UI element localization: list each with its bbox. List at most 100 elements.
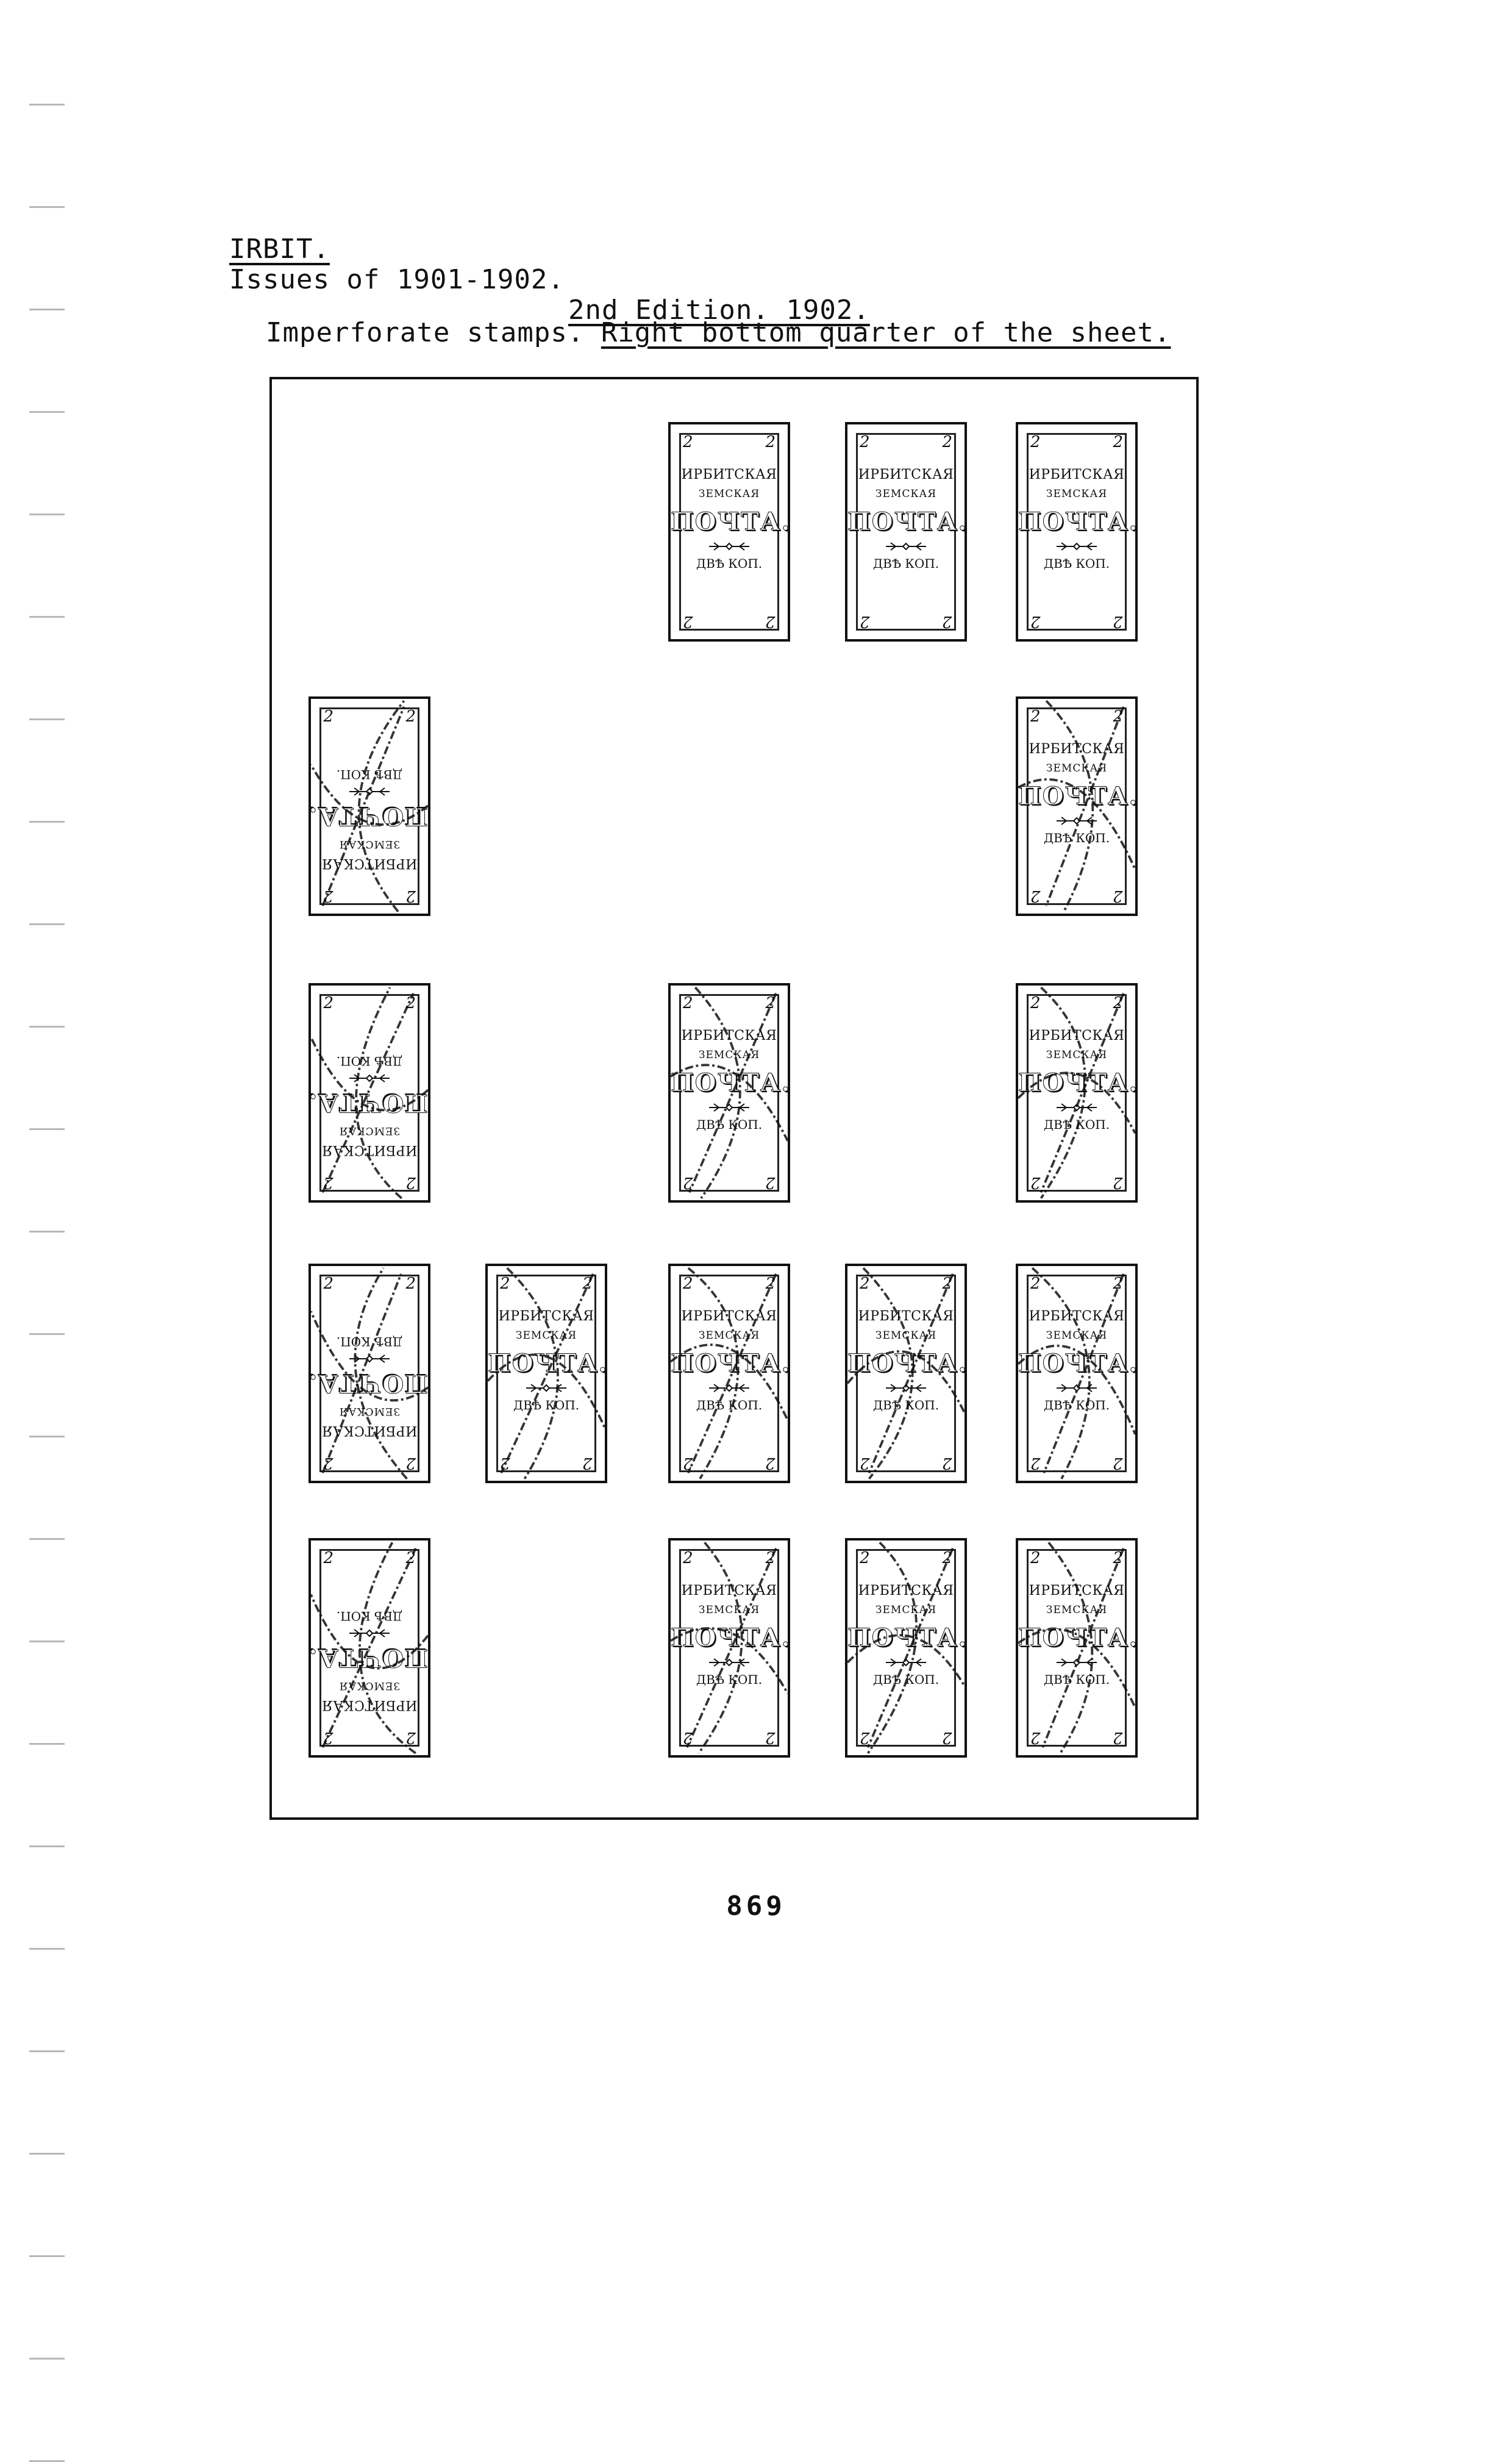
stamp-line-2: ЗЕМСКАЯ: [698, 1329, 760, 1342]
binder-hole-mark: [29, 2358, 65, 2360]
stamp-corner-value: 2: [683, 612, 693, 631]
stamp-line-2: ЗЕМСКАЯ: [338, 1124, 401, 1137]
description-line: Imperforate stamps. Right bottom quarter…: [266, 317, 1171, 348]
stamp-corner-value: 2: [1113, 707, 1123, 726]
stamp-line-1: ИРБИТСКАЯ: [858, 1309, 954, 1324]
stamp-corner-value: 2: [683, 1728, 693, 1747]
stamp-corner-value: 2: [323, 1728, 333, 1747]
stamp-corner-value: 2: [323, 1173, 333, 1192]
stamp-corner-value: 2: [765, 1728, 776, 1747]
stamp-line-1: ИРБИТСКАЯ: [1029, 1028, 1125, 1043]
stamp-line-2: ЗЕМСКАЯ: [875, 488, 937, 501]
stamp-corner-value: 2: [942, 1454, 952, 1472]
stamp-corner-value: 2: [405, 1728, 416, 1747]
stamp-corner-value: 2: [1030, 887, 1041, 905]
stamp-corner-value: 2: [1030, 1275, 1041, 1293]
stamp-line-1: ИРБИТСКАЯ: [1029, 1583, 1125, 1598]
stamp-corner-value: 2: [323, 1275, 333, 1293]
ornament-icon: [349, 787, 390, 796]
binder-hole-mark: [29, 1845, 65, 1847]
stamp-corner-value: 2: [1113, 1454, 1123, 1472]
stamp-corner-value: 2: [405, 1275, 416, 1293]
stamp-line-2: ЗЕМСКАЯ: [698, 1604, 760, 1617]
binder-hole-mark: [29, 1641, 65, 1642]
stamp-corner-value: 2: [405, 887, 416, 905]
ornament-icon: [886, 1384, 926, 1392]
stamp-value: ДВѢ КОП.: [872, 1397, 940, 1412]
binder-hole-mark: [29, 1436, 65, 1437]
binder-hole-mark: [29, 1538, 65, 1540]
stamp-value: ДВѢ КОП.: [1043, 1117, 1110, 1132]
stamp-value: ДВѢ КОП.: [696, 556, 763, 571]
stamp-line-2: ЗЕМСКАЯ: [338, 1679, 401, 1692]
stamp-corner-value: 2: [942, 1549, 952, 1567]
stamp-corner-value: 2: [683, 433, 693, 451]
stamp-corner-value: 2: [683, 1454, 693, 1472]
ornament-icon: [1057, 1658, 1097, 1667]
stamp-line-3: ПОЧТА.: [847, 1623, 967, 1652]
stamp-corner-value: 2: [942, 612, 952, 631]
binder-hole-mark: [29, 309, 65, 310]
stamp-line-2: ЗЕМСКАЯ: [875, 1604, 937, 1617]
stamp-value: ДВѢ КОП.: [513, 1397, 580, 1412]
stamp-corner-value: 2: [860, 433, 870, 451]
stamp-corner-value: 2: [765, 612, 776, 631]
ornament-icon: [1057, 542, 1097, 551]
stamp-corner-value: 2: [582, 1275, 593, 1293]
stamp-line-1: ИРБИТСКАЯ: [681, 1583, 777, 1598]
stamp-corner-value: 2: [405, 1549, 416, 1567]
stamp-corner-value: 2: [1030, 433, 1041, 451]
stamp-corner-value: 2: [582, 1454, 593, 1472]
stamp-line-3: ПОЧТА.: [671, 1068, 790, 1097]
binder-hole-mark: [29, 1333, 65, 1335]
ornament-icon: [1057, 1103, 1097, 1112]
stamp-corner-value: 2: [942, 1275, 952, 1293]
binder-hole-mark: [29, 104, 65, 106]
stamp-value: ДВѢ КОП.: [872, 1672, 940, 1687]
stamp-corner-value: 2: [1030, 1454, 1041, 1472]
stamp-corner-value: 2: [683, 1173, 693, 1192]
ornament-icon: [709, 1384, 749, 1392]
stamp-corner-value: 2: [860, 1728, 870, 1747]
stamp-corner-value: 2: [1030, 994, 1041, 1012]
stamp-corner-value: 2: [765, 1454, 776, 1472]
stamp-corner-value: 2: [860, 1454, 870, 1472]
stamp-corner-value: 2: [765, 994, 776, 1012]
stamp-value: ДВѢ КОП.: [696, 1672, 763, 1687]
stamp-corner-value: 2: [765, 433, 776, 451]
stamp-line-3: ПОЧТА.: [671, 507, 790, 536]
stamp-inner-border: [1027, 433, 1127, 631]
stamp-corner-value: 2: [323, 707, 333, 726]
binder-hole-mark: [29, 923, 65, 925]
stamp-corner-value: 2: [323, 994, 333, 1012]
stamp-corner-value: 2: [405, 1173, 416, 1192]
stamp-line-2: ЗЕМСКАЯ: [515, 1329, 577, 1342]
stamp-corner-value: 2: [323, 1454, 333, 1472]
stamp-line-1: ИРБИТСКАЯ: [498, 1309, 594, 1324]
stamp-line-1: ИРБИТСКАЯ: [858, 467, 954, 482]
stamp-line-2: ЗЕМСКАЯ: [1046, 1329, 1108, 1342]
stamp-corner-value: 2: [1113, 1173, 1123, 1192]
binder-hole-mark: [29, 1743, 65, 1745]
stamp-inner-border: [679, 433, 779, 631]
stamp-value: ДВѢ КОП.: [1043, 830, 1110, 845]
stamp-corner-value: 2: [860, 612, 870, 631]
ornament-icon: [1057, 1384, 1097, 1392]
stamp-corner-value: 2: [765, 1549, 776, 1567]
stamp-corner-value: 2: [942, 433, 952, 451]
stamp-corner-value: 2: [1113, 887, 1123, 905]
